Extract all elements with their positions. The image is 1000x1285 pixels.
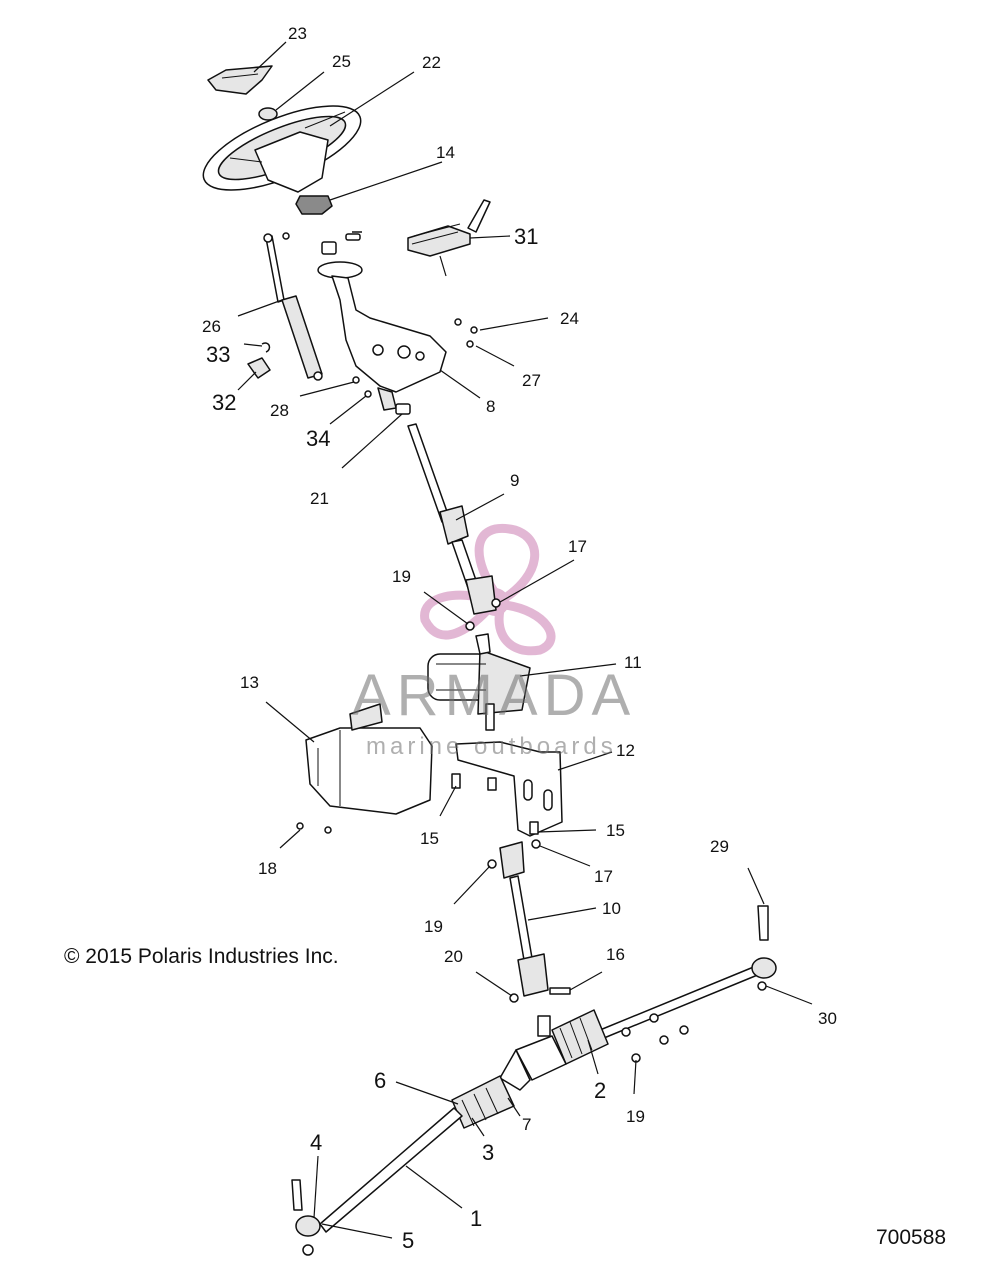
- callout-27: 27: [522, 371, 541, 390]
- callout-28: 28: [270, 401, 289, 420]
- callout-20: 20: [444, 947, 463, 966]
- tilt-lever-assembly: [407, 199, 491, 277]
- callout-5: 5: [402, 1228, 414, 1253]
- callout-labels: 23 25 22 14 31 24 27 8 26 33 32 28 34 21…: [202, 24, 837, 1253]
- callout-14: 14: [436, 143, 455, 162]
- callout-21: 21: [310, 489, 329, 508]
- callout-23: 23: [288, 24, 307, 43]
- bracket-bolts: [282, 231, 478, 398]
- callout-24: 24: [560, 309, 579, 328]
- upper-bushing: [321, 233, 361, 255]
- callout-8: 8: [486, 397, 495, 416]
- callout-10: 10: [602, 899, 621, 918]
- callout-29: 29: [710, 837, 729, 856]
- callout-31: 31: [514, 224, 538, 249]
- callout-1: 1: [470, 1206, 482, 1231]
- steering-wheel-cap: [207, 65, 273, 95]
- callout-3: 3: [482, 1140, 494, 1165]
- callout-26: 26: [202, 317, 221, 336]
- callout-13: 13: [240, 673, 259, 692]
- tie-rod-bolt: [757, 905, 769, 991]
- rack-nuts: [621, 1013, 689, 1063]
- callout-7: 7: [522, 1115, 531, 1134]
- callout-15-left: 15: [420, 829, 439, 848]
- callout-2: 2: [594, 1078, 606, 1103]
- callout-9: 9: [510, 471, 519, 490]
- callout-32: 32: [212, 390, 236, 415]
- callout-17-upper: 17: [568, 537, 587, 556]
- callout-4: 4: [310, 1130, 322, 1155]
- watermark-subtitle: marine outboards: [366, 733, 617, 760]
- copyright-text: © 2015 Polaris Industries Inc.: [64, 945, 339, 968]
- wheel-hub-adapter: [295, 195, 333, 215]
- diagram-number: 700588: [876, 1226, 947, 1249]
- column-bushing: [395, 403, 411, 415]
- steering-cover: [305, 703, 433, 815]
- lower-steering-shaft: [487, 841, 571, 1003]
- callout-19-upper: 19: [392, 567, 411, 586]
- callout-12: 12: [616, 741, 635, 760]
- callout-34: 34: [306, 426, 330, 451]
- callout-33: 33: [206, 342, 230, 367]
- callout-15-right: 15: [606, 821, 625, 840]
- callout-22: 22: [422, 53, 441, 72]
- mount-bolts: [296, 773, 541, 849]
- horn-button: [258, 107, 278, 121]
- eps-mount-bracket: [455, 741, 563, 837]
- gas-strut: [263, 233, 323, 381]
- callout-30: 30: [818, 1009, 837, 1028]
- callout-16: 16: [606, 945, 625, 964]
- leader-lines: [237, 41, 813, 1239]
- steering-rack: [291, 957, 777, 1256]
- callout-19-lower: 19: [626, 1107, 645, 1126]
- steering-wheel: [202, 105, 362, 193]
- upper-steering-shaft: [407, 423, 497, 615]
- strut-clip: [261, 342, 271, 353]
- callout-17-lower: 17: [594, 867, 613, 886]
- callout-18: 18: [258, 859, 277, 878]
- callout-6: 6: [374, 1068, 386, 1093]
- power-steering-unit: [427, 633, 531, 731]
- strut-bracket: [247, 357, 271, 379]
- callout-25: 25: [332, 52, 351, 71]
- column-tilt-bracket: [317, 261, 447, 411]
- callout-19-middle: 19: [424, 917, 443, 936]
- callout-11: 11: [624, 653, 642, 672]
- watermark-title: ARMADA: [352, 663, 637, 728]
